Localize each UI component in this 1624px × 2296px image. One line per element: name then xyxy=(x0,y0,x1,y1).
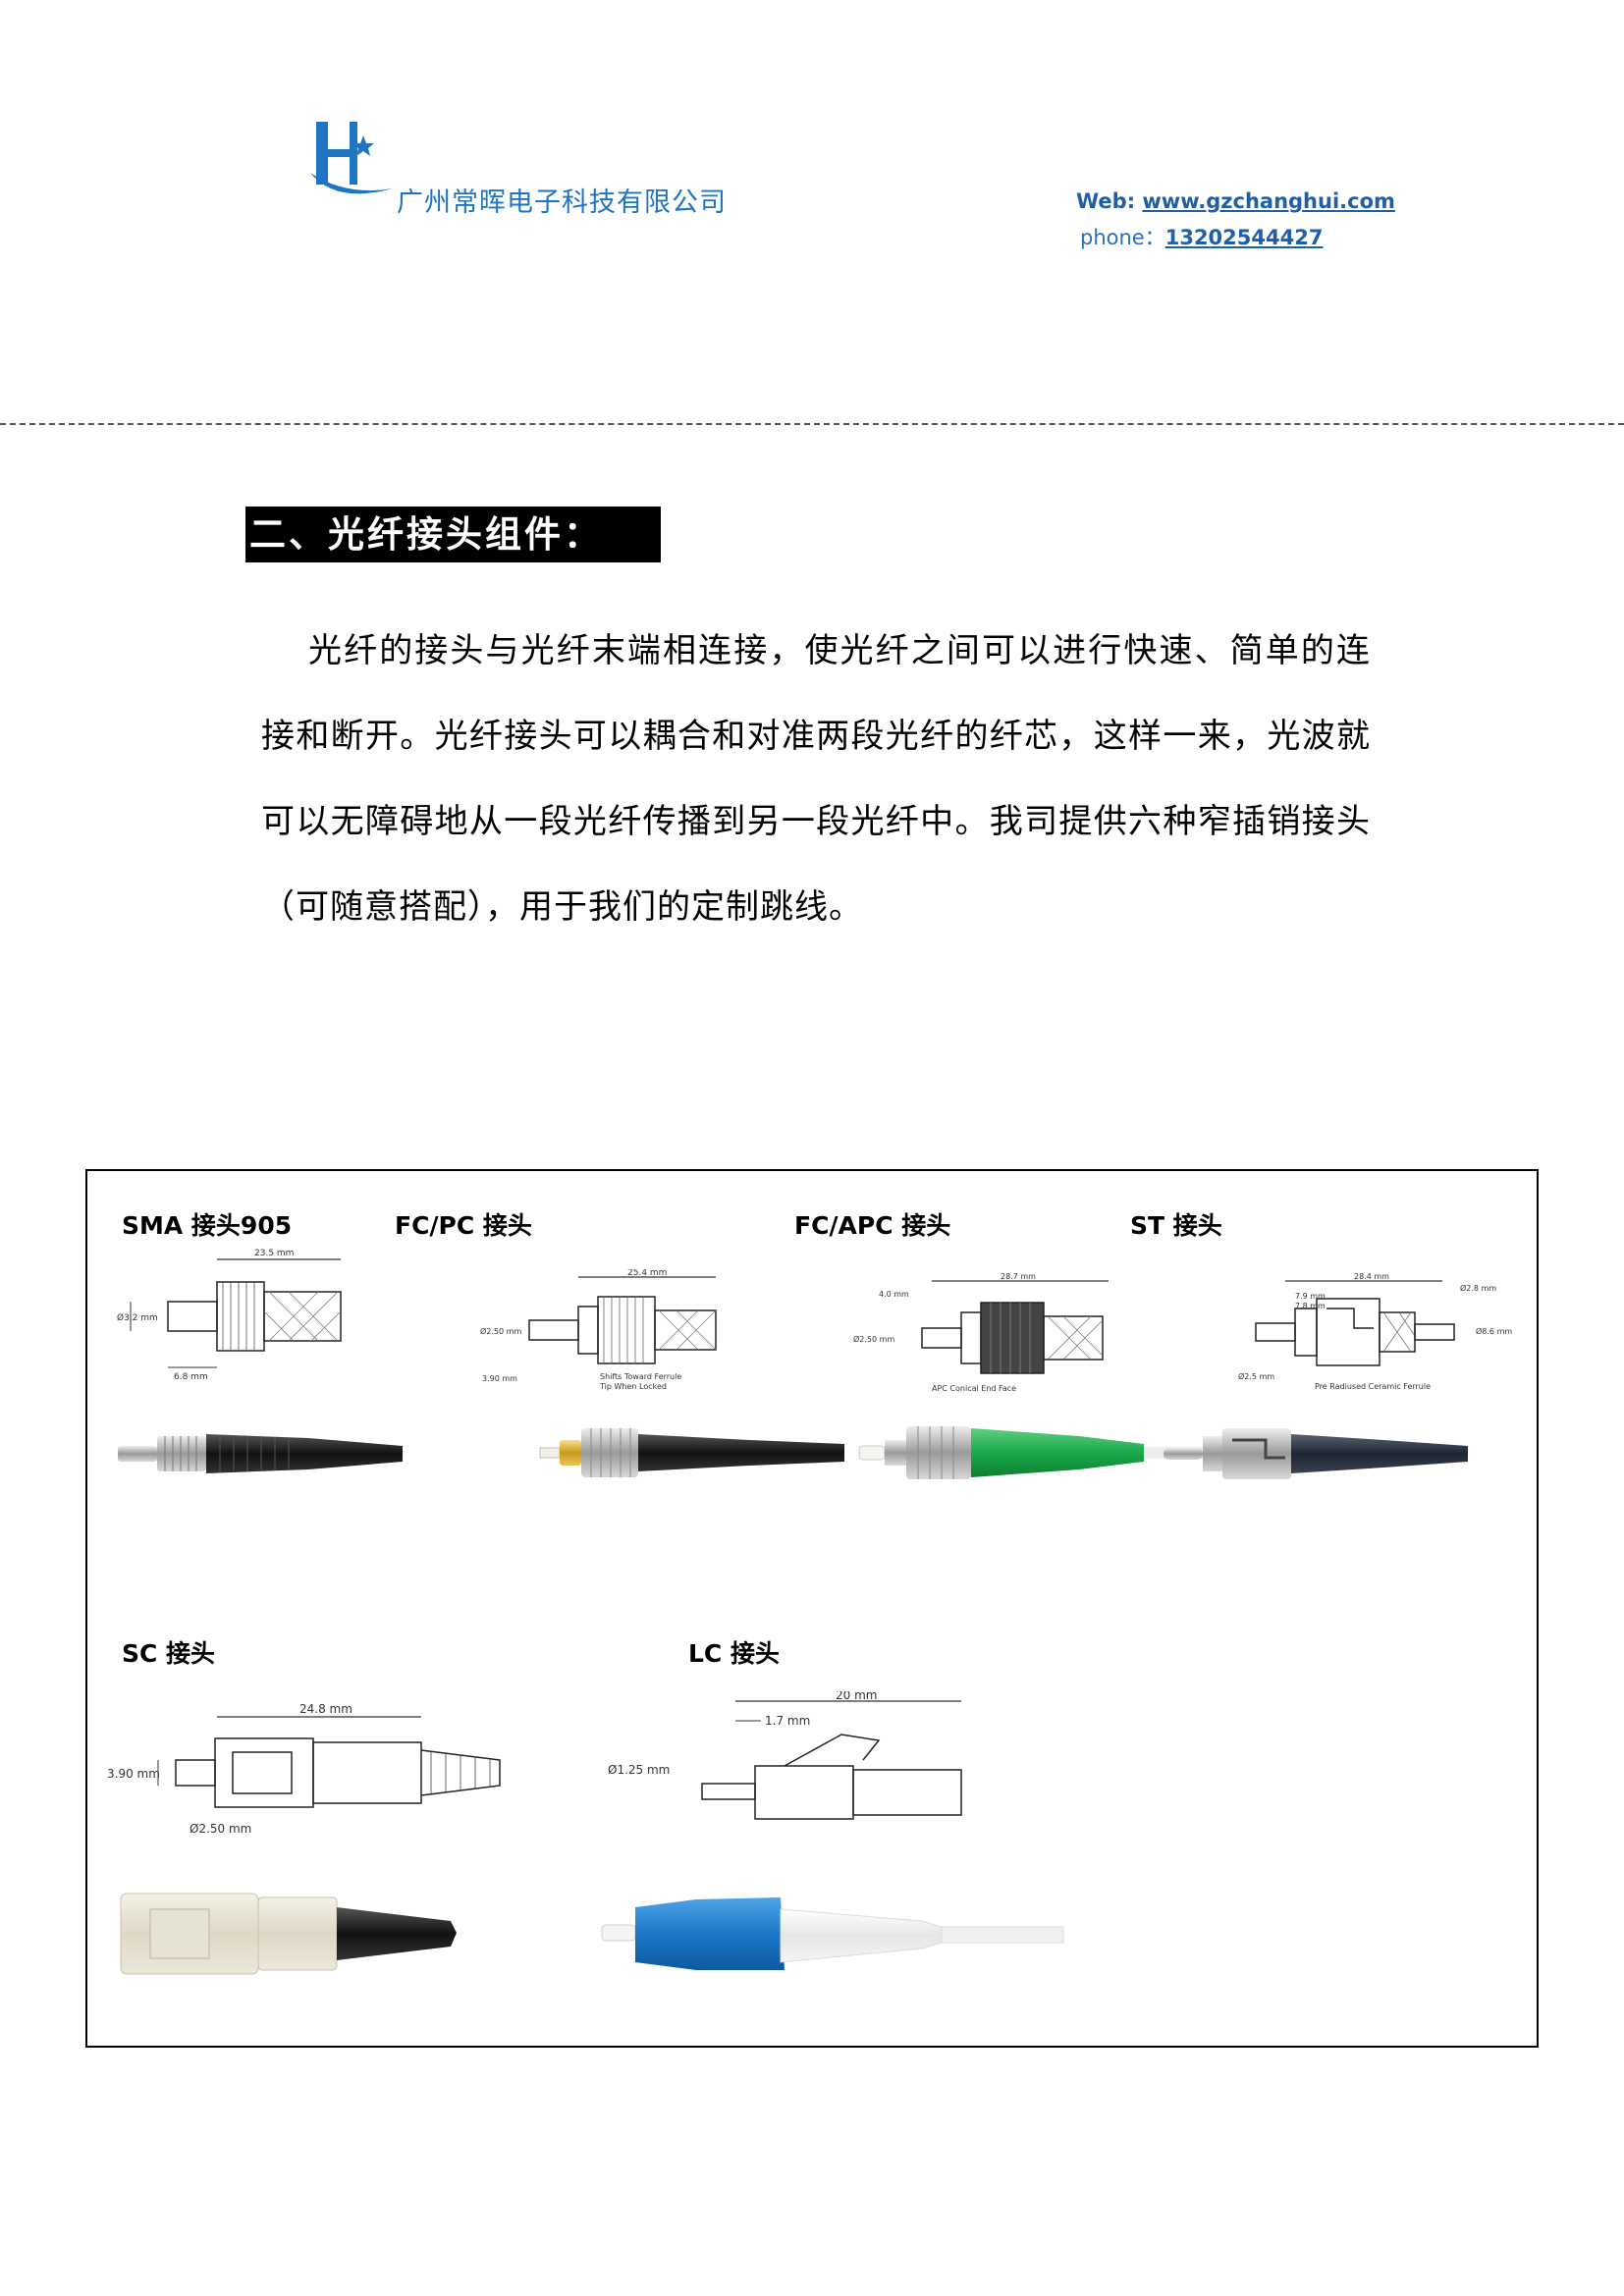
phone-number[interactable]: 13202544427 xyxy=(1164,226,1324,249)
connector-label-st: ST 接头 xyxy=(1130,1211,1222,1240)
fcpc-note-1: Shifts Toward Ferrule xyxy=(600,1372,681,1381)
company-name: 广州常晖电子科技有限公司 xyxy=(397,187,727,218)
website-link[interactable]: www.gzchanghui.com xyxy=(1142,189,1395,213)
lc-dim-diameter: Ø1.25 mm xyxy=(608,1763,670,1777)
st-dim-ferrule: Ø2.5 mm xyxy=(1238,1371,1274,1381)
st-drawing: 28.4 mm 7.9 mm 7.8 mm Ø2.8 mm Ø8.6 mm Ø2… xyxy=(1238,1272,1512,1391)
connector-figure: SMA 接头905 FC/PC 接头 FC/APC 接头 ST 接头 SC 接头… xyxy=(85,1169,1539,2048)
fcapc-drawing: 28.7 mm 4.0 mm Ø2.50 mm APC Conical End … xyxy=(853,1272,1109,1393)
phone-line: phone：13202544427 xyxy=(1080,222,1323,251)
fcapc-note: APC Conical End Face xyxy=(932,1384,1016,1393)
lc-dim-length: 20 mm xyxy=(836,1691,877,1702)
connector-label-fcpc: FC/PC 接头 xyxy=(395,1211,532,1240)
sma-dim-diameter: Ø3.2 mm xyxy=(117,1312,158,1323)
fcapc-dim-length: 28.7 mm xyxy=(1001,1272,1036,1281)
st-dim-a: 7.9 mm xyxy=(1295,1292,1326,1301)
section-title: 二、光纤接头组件： xyxy=(245,507,661,562)
st-note: Pre Radiused Ceramic Ferrule xyxy=(1315,1382,1431,1391)
phone-label: phone： xyxy=(1080,226,1165,249)
connector-label-sma: SMA 接头905 xyxy=(122,1211,293,1240)
sma-drawing: 23.5 mm Ø3.2 mm 6.8 mm xyxy=(117,1249,342,1382)
logo-icon xyxy=(306,116,395,204)
lc-photo xyxy=(601,1897,1064,1970)
sc-photo xyxy=(120,1893,457,1975)
fcpc-photo xyxy=(539,1428,844,1477)
sc-dim-width: 3.90 mm xyxy=(107,1767,160,1781)
web-label: Web: xyxy=(1076,189,1143,213)
st-dim-b: 7.8 mm xyxy=(1295,1302,1326,1310)
fcpc-dim-length: 25.4 mm xyxy=(627,1269,667,1278)
st-dim-length: 28.4 mm xyxy=(1354,1272,1389,1281)
fcapc-dim-tip: 4.0 mm xyxy=(879,1290,909,1299)
website-line: Web: www.gzchanghui.com xyxy=(1076,189,1395,213)
sma-photo xyxy=(118,1434,403,1473)
sma-dim-length: 23.5 mm xyxy=(254,1249,294,1258)
sc-drawing: 24.8 mm 3.90 mm Ø2.50 mm xyxy=(107,1702,501,1836)
fcpc-dim-offset: 3.90 mm xyxy=(482,1374,517,1383)
lc-drawing: 20 mm 1.7 mm Ø1.25 mm xyxy=(608,1691,962,1820)
fcapc-dim-diameter: Ø2.50 mm xyxy=(853,1334,894,1344)
header-divider xyxy=(0,423,1624,425)
intro-paragraph: 光纤的接头与光纤末端相连接，使光纤之间可以进行快速、简单的连接和断开。光纤接头可… xyxy=(261,631,1371,927)
connector-label-lc: LC 接头 xyxy=(688,1639,780,1668)
lc-dim-latch: 1.7 mm xyxy=(765,1714,810,1728)
st-dim-body: Ø8.6 mm xyxy=(1476,1326,1512,1336)
sma-dim-ferrule: 6.8 mm xyxy=(174,1372,208,1382)
fcpc-drawing: 25.4 mm Ø2.50 mm 3.90 mm Shifts Toward F… xyxy=(480,1269,717,1391)
fcpc-note-2: Tip When Locked xyxy=(599,1382,667,1391)
sc-dim-diameter: Ø2.50 mm xyxy=(189,1822,251,1836)
st-dim-boot: Ø2.8 mm xyxy=(1460,1283,1496,1293)
st-photo xyxy=(1164,1428,1468,1479)
sc-dim-length: 24.8 mm xyxy=(299,1702,352,1716)
connector-label-fcapc: FC/APC 接头 xyxy=(794,1211,951,1240)
connector-label-sc: SC 接头 xyxy=(122,1639,216,1668)
fcpc-dim-diameter: Ø2.50 mm xyxy=(480,1326,521,1336)
